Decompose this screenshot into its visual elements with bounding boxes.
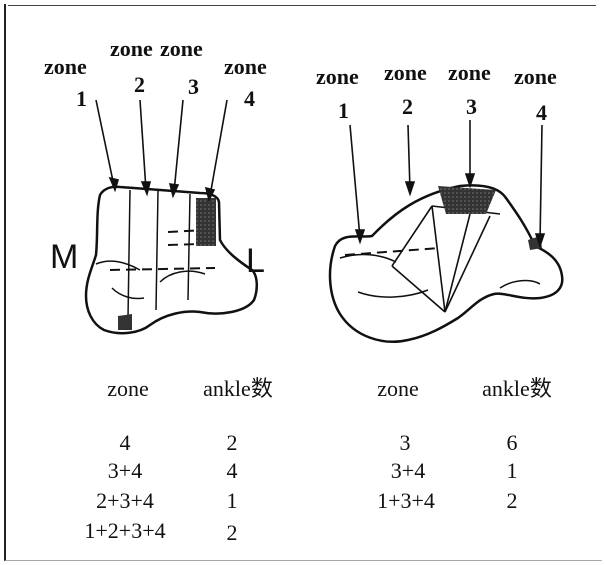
right-leader-lines	[350, 120, 544, 246]
right-table-count-cell: 1	[507, 460, 518, 482]
left-table-header-ankles: ankle数	[203, 378, 273, 400]
left-table-zone-cell: 4	[120, 432, 131, 454]
left-zone1-lesion	[118, 314, 132, 330]
medial-label: M	[50, 240, 78, 274]
left-zone2-number: 2	[134, 74, 145, 96]
right-table-zone-cell: 3+4	[391, 460, 425, 482]
right-table-header-zone: zone	[377, 378, 419, 400]
right-table-count-cell: 6	[507, 432, 518, 454]
right-table-header-ankles: ankle数	[482, 378, 552, 400]
left-zone1-number: 1	[76, 88, 87, 110]
left-zone4-number: 4	[244, 88, 255, 110]
left-table-count-cell: 2	[227, 522, 238, 544]
right-zone4-number: 4	[536, 102, 547, 124]
left-table-zone-cell: 2+3+4	[96, 490, 154, 512]
right-zone4-word: zone	[514, 66, 557, 88]
right-table-zone-cell: 3	[400, 432, 411, 454]
right-zone2-word: zone	[384, 62, 427, 84]
left-table-count-cell: 1	[227, 490, 238, 512]
left-table-zone-cell: 3+4	[108, 460, 142, 482]
right-zone3-lesion	[438, 186, 496, 214]
left-table-count-cell: 2	[227, 432, 238, 454]
right-table-count-cell: 2	[507, 490, 518, 512]
right-zone1-number: 1	[338, 100, 349, 122]
left-table-header-zone: zone	[107, 378, 149, 400]
left-zone2-word: zone	[110, 38, 153, 60]
lateral-label: L	[246, 244, 265, 278]
left-table-zone-cell: 1+2+3+4	[84, 520, 165, 542]
left-zone3-number: 3	[188, 76, 199, 98]
left-zone3-word: zone	[160, 38, 203, 60]
left-zone4-word: zone	[224, 56, 267, 78]
right-zone1-word: zone	[316, 66, 359, 88]
left-table-count-cell: 4	[227, 460, 238, 482]
left-talus-outline	[86, 187, 257, 333]
right-zone3-number: 3	[466, 96, 477, 118]
right-zone3-word: zone	[448, 62, 491, 84]
left-leader-lines	[96, 100, 227, 200]
left-zone4-lesion	[196, 198, 216, 246]
right-table-zone-cell: 1+3+4	[377, 490, 435, 512]
right-zone2-number: 2	[402, 96, 413, 118]
left-zone1-word: zone	[44, 56, 87, 78]
